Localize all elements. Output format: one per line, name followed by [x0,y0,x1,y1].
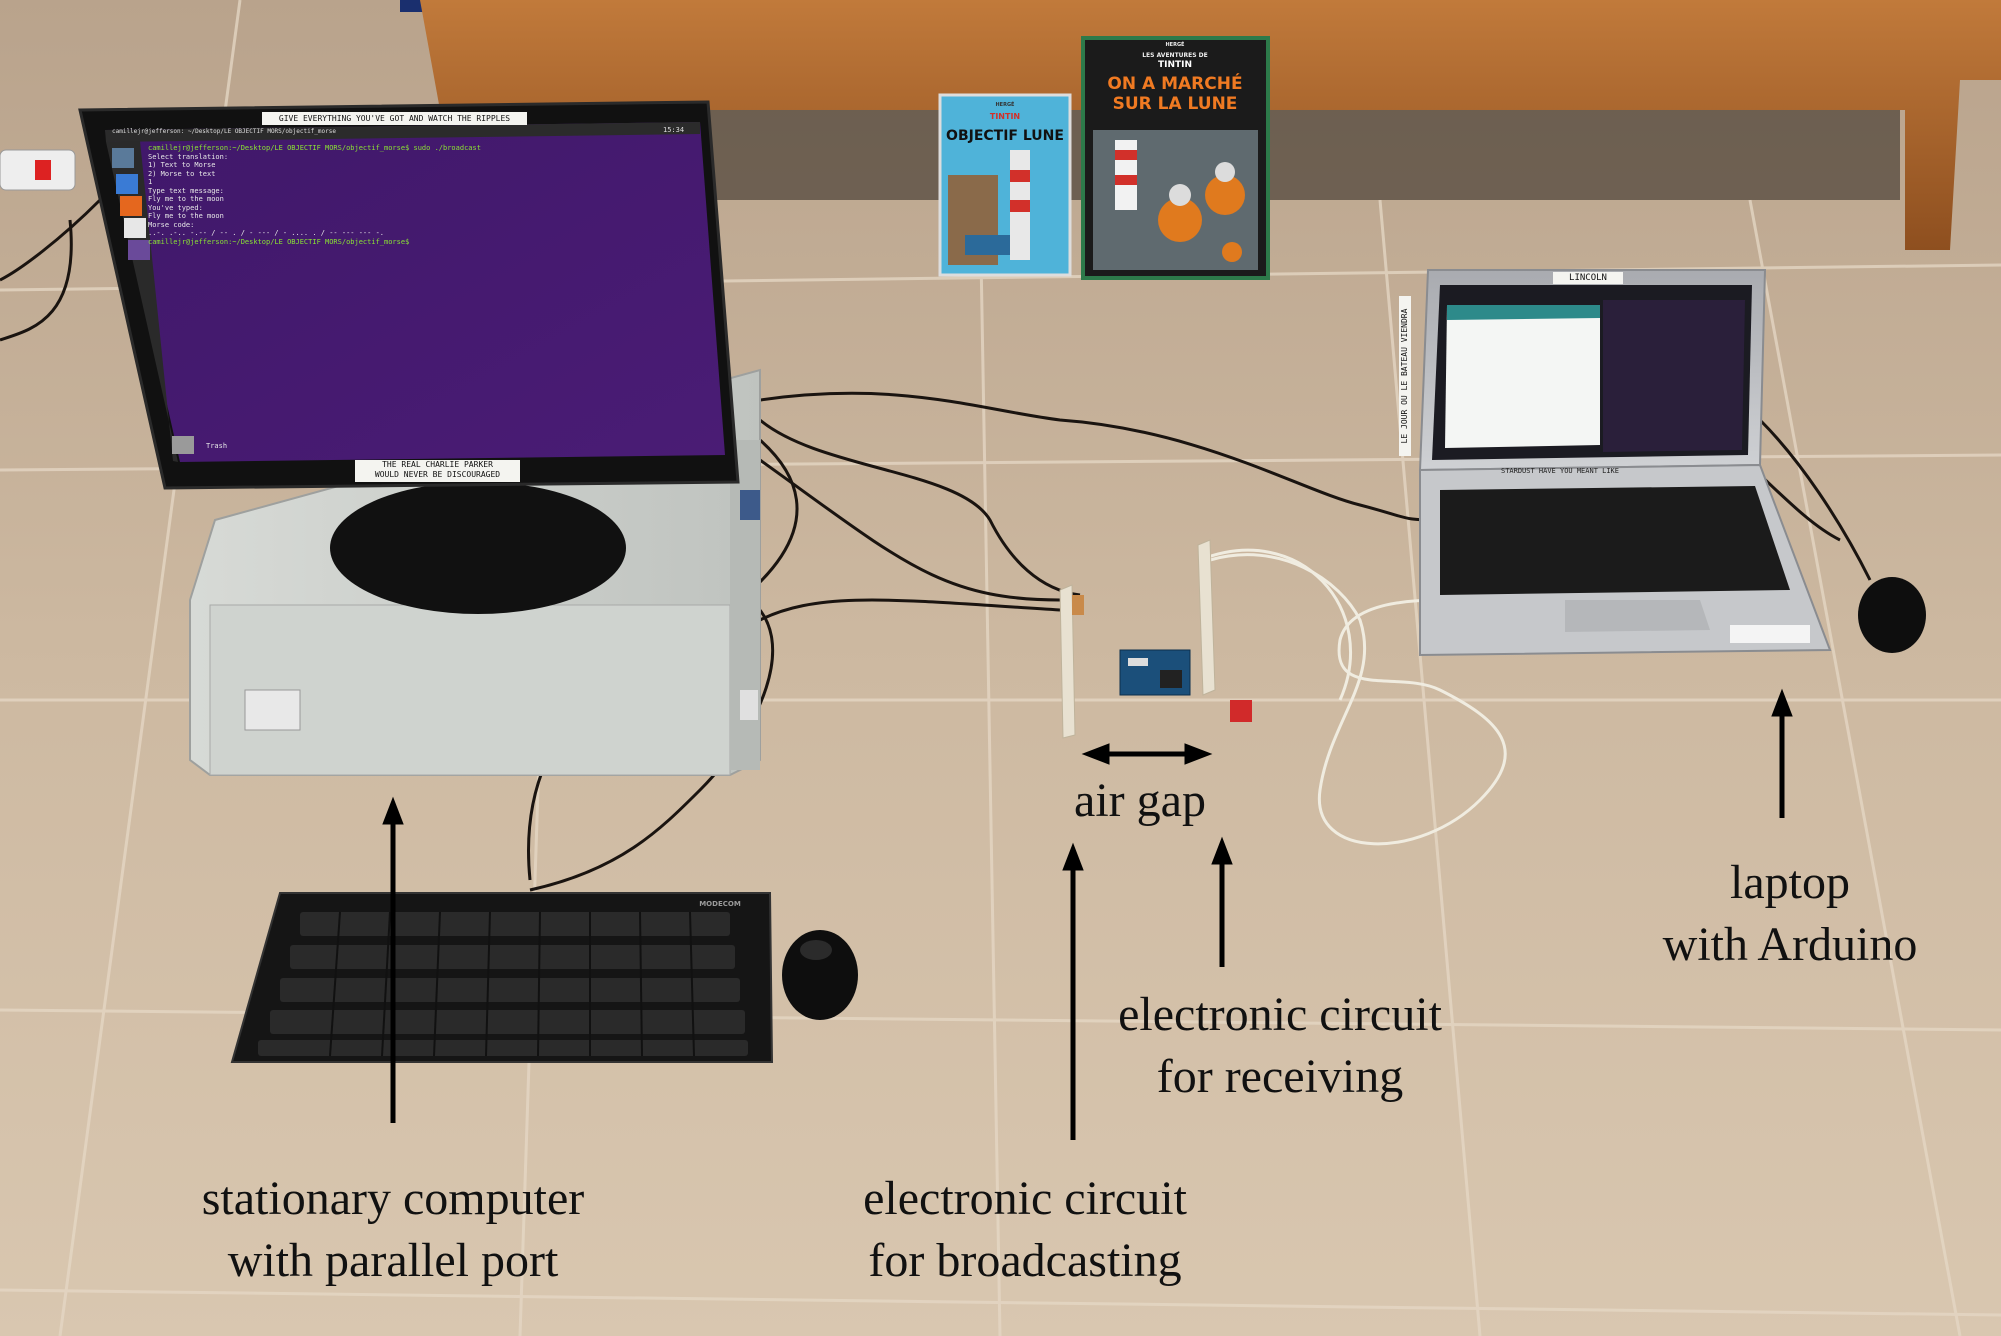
book-right-series: TINTIN [1157,60,1193,70]
terminal-line: Morse code: [148,220,195,229]
book-objectif-lune [938,93,1072,277]
terminal-line: 1 [148,178,153,186]
terminal-line: Select translation: [148,152,229,161]
label-air-gap: air gap [1074,774,1206,827]
laptop-top-sticker: LINCOLN [1553,272,1623,284]
label-broadcasting-line1: electronic circuit [863,1172,1187,1225]
label-receiving-line1: electronic circuit [1118,988,1442,1041]
terminal-line: You've typed: [148,203,203,212]
book-left-title: OBJECTIF LUNE [946,128,1064,144]
label-broadcasting-circuit: electronic circuit for broadcasting [825,1168,1225,1292]
book-left-series: TINTIN [989,112,1021,121]
laptop [1418,269,1832,657]
terminal-line: ..-. .-.. -.-- / -- . / - --- / - .... .… [148,229,385,237]
terminal-line: 2) Morse to text [148,169,216,178]
label-laptop-line2: with Arduino [1662,918,1918,971]
mouse-right [1858,577,1926,653]
terminal-titlebar [105,122,700,142]
arrow-broadcasting [1062,842,1084,871]
terminal-clock: 15:34 [663,126,685,134]
bed-frame [400,0,2001,250]
cables [0,198,1872,892]
monitor-bottom-sticker-line1: THE REAL CHARLIE PARKER [382,460,493,469]
monitor-bottom-sticker-line2: WOULD NEVER BE DISCOURAGED [374,470,501,479]
terminal-line: camillejr@jefferson:~/Desktop/LE OBJECTI… [148,144,481,152]
terminal-line: Fly me to the moon [148,195,224,203]
label-laptop: laptop with Arduino [1630,852,1950,976]
terminal-line: 1) Text to Morse [148,161,216,169]
terminal-line: Type text message: [148,186,224,195]
monitor-screen [105,122,725,462]
monitor-bottom-sticker: THE REAL CHARLIE PARKER WOULD NEVER BE D… [355,460,520,482]
terminal-title: camillejr@jefferson: ~/Desktop/LE OBJECT… [112,128,336,135]
trash-label: Trash [206,442,228,450]
book-right-title-line2: SUR LA LUNE [1112,94,1238,114]
keyboard [230,892,774,1063]
label-stationary-line2: with parallel port [227,1234,559,1287]
monitor-top-sticker: GIVE EVERYTHING YOU'VE GOT AND WATCH THE… [262,112,527,125]
terminal-line: camillejr@jefferson:~/Desktop/LE OBJECTI… [148,237,414,246]
label-receiving-line2: for receiving [1156,1050,1404,1103]
book-left-author: HERGÉ [995,102,1015,108]
terminal-line: Fly me to the moon [148,212,224,220]
terminal-output: camillejr@jefferson:~/Desktop/LE OBJECTI… [148,144,481,246]
label-laptop-line1: laptop [1730,856,1850,909]
label-stationary-line1: stationary computer [201,1172,585,1225]
arrow-receiving [1211,836,1233,865]
receiving-circuit [1119,539,1252,722]
laptop-side-sticker: LE JOUR OU LE BATEAU VIENDRA [1399,296,1411,456]
power-switch [35,160,51,180]
book-right-series-line: LES AVENTURES DE [1142,52,1208,59]
book-right-title-line1: ON A MARCHÉ [1107,74,1243,94]
usb-cable [1199,548,1507,846]
arrow-stationary [382,796,404,825]
book-right-author: HERGÉ [1165,42,1185,48]
laptop-bottom-sticker: STARDUST HAVE YOU MEANT LIKE [1500,467,1619,475]
keyboard-brand: MODECOM [699,900,741,908]
air-gap-arrow-left [1081,743,1110,765]
label-receiving-circuit: electronic circuit for receiving [1080,984,1480,1108]
monitor [78,100,740,614]
label-stationary-computer: stationary computer with parallel port [168,1168,618,1292]
label-broadcasting-line2: for broadcasting [868,1234,1182,1287]
air-gap-arrow-right [1184,743,1213,765]
broadcasting-circuit [1059,584,1084,739]
annotation-arrows [382,688,1793,1140]
book-on-a-marche-sur-la-lune [1081,36,1270,280]
arrow-laptop [1771,688,1793,717]
